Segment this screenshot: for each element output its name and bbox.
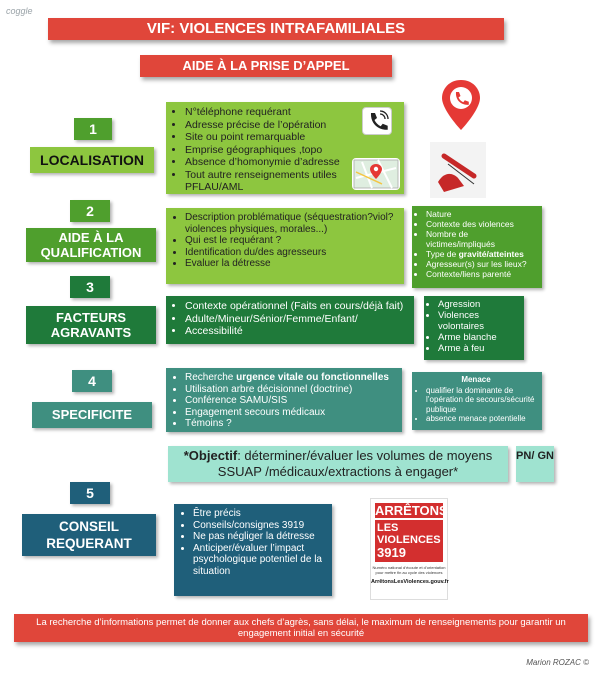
list-item: Arme à feu xyxy=(438,343,518,354)
list-item: Utilisation arbre décisionnel (doctrine) xyxy=(185,384,394,396)
list-item: Absence d’homonymie d’adresse xyxy=(185,156,396,169)
section-2-label-text: AIDE À LA QUALIFICATION xyxy=(40,230,142,260)
section-1-label: LOCALISATION xyxy=(30,147,154,173)
phone-icon xyxy=(362,107,392,135)
coggle-logo: coggle xyxy=(6,6,33,16)
list-item: absence menace potentielle xyxy=(426,414,536,424)
list-item: Tout autre renseignements utiles PFLAU/A… xyxy=(185,169,396,194)
hand-icon xyxy=(430,142,486,198)
list-item: Description problématique (séquestration… xyxy=(185,212,396,235)
gravity-bold: gravité/atteintes xyxy=(458,249,524,259)
list-item: Violences volontaires xyxy=(438,310,518,332)
section-5-details: Être précis Conseils/consignes 3919 Ne p… xyxy=(174,504,332,596)
list-item: Adulte/Mineur/Sénior/Femme/Enfant/ xyxy=(185,313,406,326)
list-item: Nombre de victimes/impliqués xyxy=(426,229,536,249)
list-item: Qui est le requérant ? xyxy=(185,235,396,247)
objective-box: *Objectif: déterminer/évaluer les volume… xyxy=(168,446,508,482)
author-credit: Marion ROZAC © xyxy=(526,658,589,667)
objective-label: *Objectif xyxy=(183,448,238,463)
page-title: VIF: VIOLENCES INTRAFAMILIALES xyxy=(48,18,504,40)
section-2-number: 2 xyxy=(70,200,110,222)
list-item: Site ou point remarquable xyxy=(185,131,396,144)
list-item: Contexte opérationnel (Faits en cours/dé… xyxy=(185,300,406,313)
list-item: Adresse précise de l’opération xyxy=(185,119,396,132)
section-1-number: 1 xyxy=(74,118,112,140)
map-pin-icon xyxy=(418,76,504,134)
poster-small-text: Numéro national d’écoute et d’orientatio… xyxy=(372,565,446,575)
list-item: Type de gravité/atteintes xyxy=(426,249,536,259)
list-item: N°téléphone requérant xyxy=(185,106,396,119)
list-item: Contexte/liens parenté xyxy=(426,269,536,279)
poster-line2: LES VIOLENCES 3919 xyxy=(375,520,443,562)
section-5-number: 5 xyxy=(70,482,110,504)
poster-url: ArrêtonsLesViolences.gouv.fr xyxy=(371,579,449,585)
pn-gn-badge: PN/ GN xyxy=(516,446,554,482)
section-2-details: Description problématique (séquestration… xyxy=(166,208,404,284)
section-3-label-text: FACTEURS AGRAVANTS xyxy=(50,310,132,340)
list-item: Agression xyxy=(438,299,518,310)
menace-title: Menace xyxy=(461,375,491,384)
section-4-details: Recherche urgence vitale ou fonctionnell… xyxy=(166,368,402,432)
list-item: qualifier la dominante de l’opération de… xyxy=(426,386,536,415)
list-item: Contexte des violences xyxy=(426,219,536,229)
urgence-prefix: Recherche xyxy=(185,372,237,383)
map-icon xyxy=(352,158,400,190)
gravity-prefix: Type de xyxy=(426,249,459,259)
list-item: Ne pas négliger la détresse xyxy=(193,531,324,543)
list-item: Anticiper/évaluer l’impact psychologique… xyxy=(193,543,324,578)
list-item: Nature xyxy=(426,209,536,219)
section-4-label: SPECIFICITE xyxy=(32,402,152,428)
page-subtitle: AIDE À LA PRISE D’APPEL xyxy=(140,55,392,77)
list-item: Recherche urgence vitale ou fonctionnell… xyxy=(185,372,394,384)
section-3-details: Contexte opérationnel (Faits en cours/dé… xyxy=(166,296,414,344)
urgence-bold: urgence vitale ou fonctionnelles xyxy=(236,372,389,383)
poster-3919: 3919 xyxy=(377,545,406,560)
section-2-side-details: Nature Contexte des violences Nombre de … xyxy=(412,206,542,288)
list-item: Conseils/consignes 3919 xyxy=(193,520,324,532)
section-3-number: 3 xyxy=(70,276,110,298)
section-4-label-text: SPECIFICITE xyxy=(51,407,133,422)
section-4-side-details: Menace qualifier la dominante de l’opéra… xyxy=(412,372,542,430)
section-2-label: AIDE À LA QUALIFICATION xyxy=(26,228,156,262)
section-5-label: CONSEIL REQUERANT xyxy=(22,514,156,556)
arretons-les-violences-poster: ARRÊTONS LES VIOLENCES 3919 Numéro natio… xyxy=(370,498,449,600)
poster-line1: ARRÊTONS xyxy=(375,503,448,518)
section-4-number: 4 xyxy=(72,370,112,392)
section-5-label-text: CONSEIL REQUERANT xyxy=(46,519,132,551)
list-item: Conférence SAMU/SIS xyxy=(185,395,394,407)
footer-banner: La recherche d’informations permet de do… xyxy=(14,614,588,642)
list-item: Arme blanche xyxy=(438,332,518,343)
list-item: Emprise géographiques ,topo xyxy=(185,144,396,157)
poster-violences: LES VIOLENCES xyxy=(377,522,441,546)
list-item: Accessibilité xyxy=(185,325,406,338)
list-item: Agresseur(s) sur les lieux? xyxy=(426,259,536,269)
list-item: Engagement secours médicaux xyxy=(185,407,394,419)
list-item: Témoins ? xyxy=(185,418,394,430)
list-item: Evaluer la détresse xyxy=(185,258,396,270)
list-item: Être précis xyxy=(193,508,324,520)
list-item: Identification du/des agresseurs xyxy=(185,247,396,259)
objective-text: : déterminer/évaluer les volumes de moye… xyxy=(217,448,493,479)
section-3-label: FACTEURS AGRAVANTS xyxy=(26,306,156,344)
section-3-side-details: Agression Violences volontaires Arme bla… xyxy=(424,296,524,360)
